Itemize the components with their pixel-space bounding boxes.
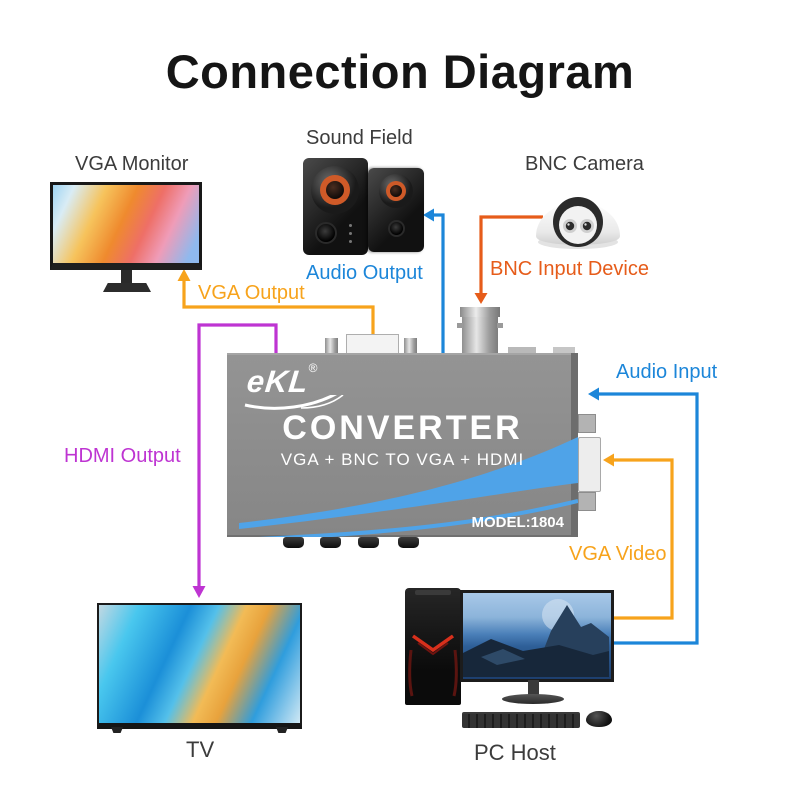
arrow-down-icon [474,293,488,304]
pc-monitor-image [460,590,614,682]
pc-monitor-stand [528,680,539,696]
arrow-left-icon [603,453,614,467]
page-title: Connection Diagram [165,45,635,98]
audio-output-label: Audio Output [306,262,423,284]
logo-swoosh-icon [244,395,344,410]
arrow-up-icon [177,269,191,281]
tv-foot [111,727,123,733]
dome-camera-icon [536,197,620,249]
hdmi-output-wire [192,323,278,598]
converter-subtitle: VGA + BNC TO VGA + HDMI [280,450,525,469]
speaker-left-image [303,158,368,255]
vga-monitor-bezel [50,182,202,270]
speaker-controls [349,224,352,243]
arrow-left-icon [423,208,434,222]
vga-monitor-image [50,182,202,294]
arrow-down-icon [192,586,206,598]
converter-device: eKL® CONVERTER VGA + BNC TO VGA + HDMI M… [227,353,578,537]
bnc-connector [457,307,503,353]
aux-port-top [553,347,575,353]
audio-jack-right [578,414,596,433]
vga-port-top [346,334,399,355]
hdmi-port-top [508,347,536,353]
converter-model: MODEL:1804 [471,514,564,531]
vga-port-screw [404,338,417,353]
audio-input-wire [588,387,699,645]
vga-monitor-stand-neck [121,270,132,284]
keyboard-image [462,712,580,728]
tv-image [97,603,302,735]
vga-monitor-stand-base [103,283,151,292]
audio-jack-right [578,492,596,511]
vga-monitor-screen [53,185,199,263]
pc-tower-accent [408,590,458,697]
tv-foot [276,727,288,733]
mouse-image [586,711,612,727]
audio-output-wire [423,208,445,353]
speaker-driver [379,174,413,208]
speaker-port [388,220,405,237]
bnc-camera-image [532,184,624,252]
pc-monitor-screen [463,593,611,679]
pc-tower-image [405,588,461,705]
converter-foot [283,537,304,548]
arrow-left-icon [588,387,599,401]
hdmi-output-label: HDMI Output [64,445,181,467]
registered-mark: ® [308,361,318,375]
audio-input-label: Audio Input [616,361,718,383]
converter-title: CONVERTER [282,409,523,447]
vga-port-screw [325,338,338,353]
bnc-input-label: BNC Input Device [490,258,649,280]
pc-monitor-base [502,694,564,704]
vga-video-label: VGA Video [569,543,667,565]
bnc-camera-label: BNC Camera [525,153,644,175]
speaker-driver [311,166,359,214]
bnc-input-wire [474,215,543,304]
converter-foot [358,537,379,548]
speaker-right-image [368,168,424,252]
pc-wallpaper [463,599,609,677]
speaker-port [315,222,337,244]
converter-foot [320,537,341,548]
vga-output-label: VGA Output [198,282,305,304]
vga-output-wire [177,269,375,334]
sound-field-label: Sound Field [306,127,413,149]
tv-screen [97,603,302,729]
converter-foot [398,537,419,548]
tv-label: TV [186,737,215,762]
vga-monitor-label: VGA Monitor [75,153,189,175]
converter-swoosh [239,437,578,537]
vga-port-right [578,437,601,492]
pc-host-label: PC Host [474,740,556,765]
vga-video-wire [603,453,674,620]
brand-logo: eKL® [244,361,357,413]
